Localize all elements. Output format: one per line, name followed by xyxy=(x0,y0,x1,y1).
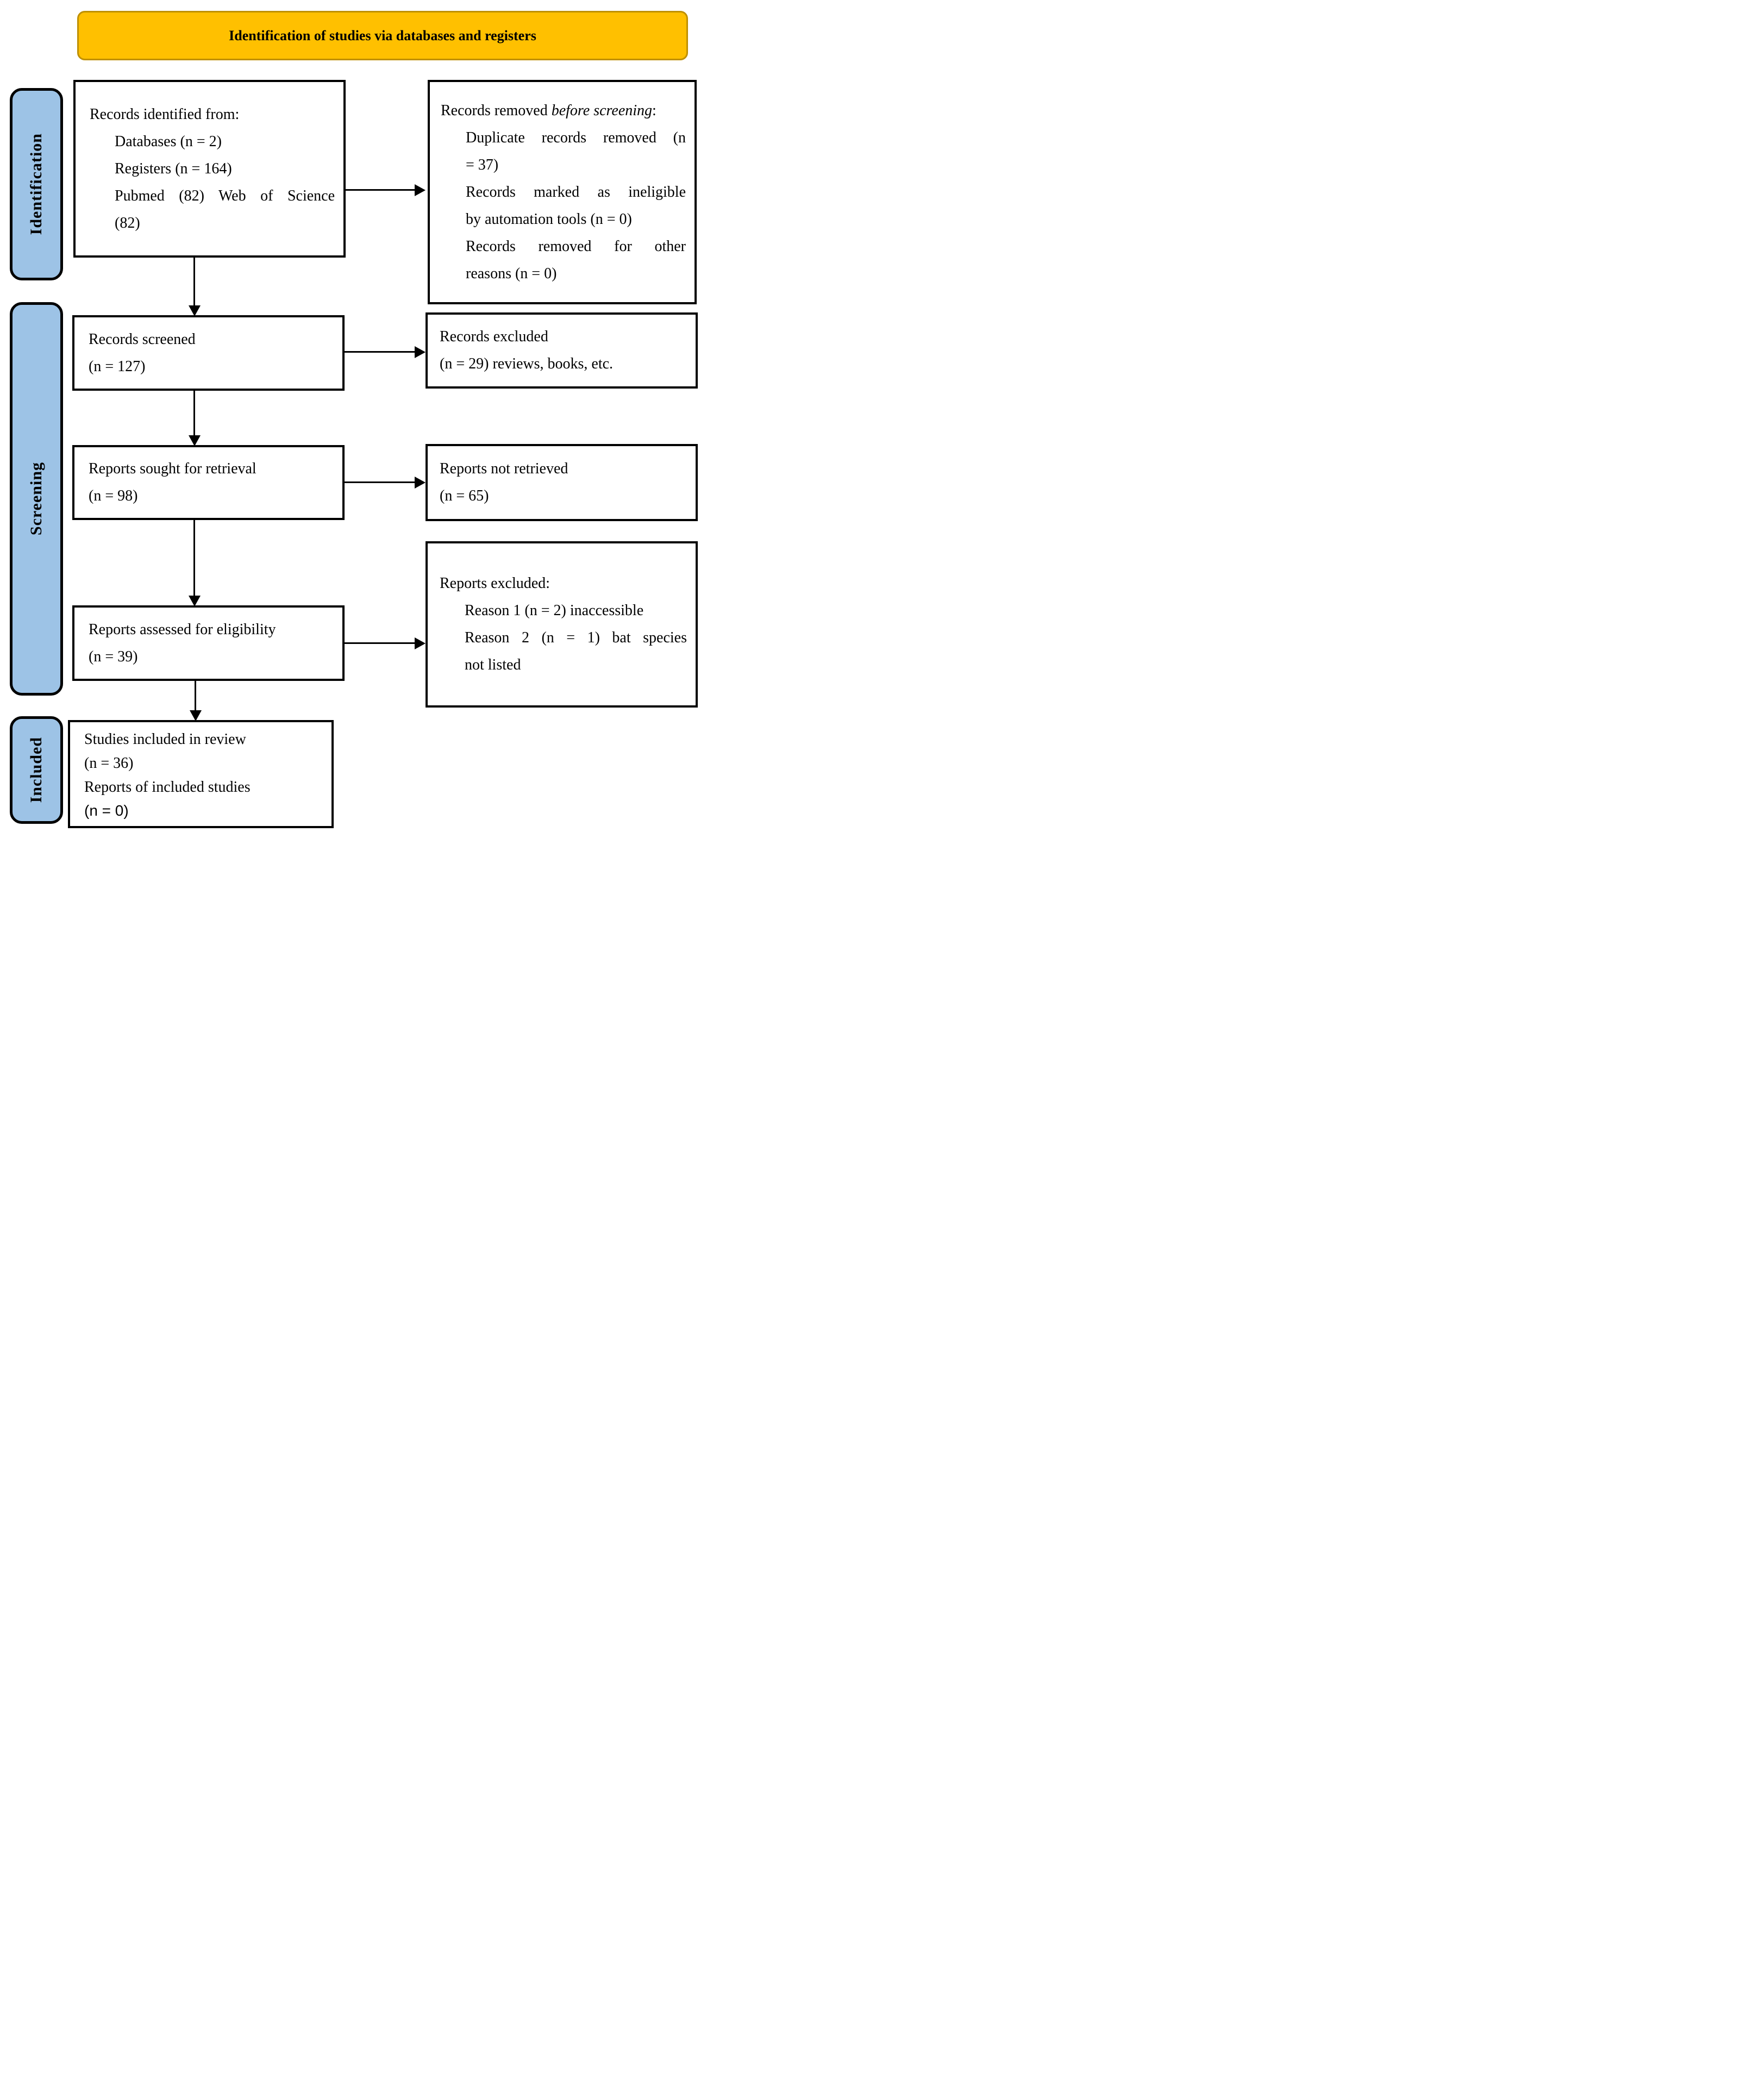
text-line: Records marked as ineligible xyxy=(466,183,686,201)
arrow-head-right-icon xyxy=(415,184,426,196)
box-title: Studies included in review xyxy=(84,731,246,748)
text-line: Reason 2 (n = 1) bat species xyxy=(465,629,687,646)
stage-tab-included: Included xyxy=(10,716,63,824)
title-suffix: : xyxy=(652,102,656,119)
text-line: Reason 1 (n = 2) inaccessible xyxy=(465,602,644,619)
arrow-line xyxy=(345,642,416,644)
stage-tab-screening: Screening xyxy=(10,302,63,696)
stage-label-screening: Screening xyxy=(27,462,45,536)
arrow-head-down-icon xyxy=(189,596,201,606)
count-line: (n = 0) xyxy=(84,802,129,819)
arrow-head-right-icon xyxy=(415,346,426,358)
count-line: (n = 39) xyxy=(89,648,138,665)
box-title: Records removed before screening: xyxy=(441,97,686,124)
arrow-line xyxy=(345,351,416,353)
box-reports-assessed: Reports assessed for eligibility (n = 39… xyxy=(72,605,345,681)
stage-tab-identification: Identification xyxy=(10,88,63,280)
box-records-screened: Records screened (n = 127) xyxy=(72,315,345,391)
text-line: = 37) xyxy=(466,156,499,173)
arrow-line xyxy=(193,391,195,437)
box-records-removed: Records removed before screening: Duplic… xyxy=(428,80,697,304)
title-prefix: Records removed xyxy=(441,102,552,119)
arrow-line xyxy=(193,258,195,308)
stage-label-included: Included xyxy=(27,737,45,803)
box-records-excluded: Records excluded (n = 29) reviews, books… xyxy=(426,312,698,389)
arrow-line xyxy=(346,189,416,191)
box-title: Records excluded xyxy=(440,328,548,345)
box-title: Reports sought for retrieval xyxy=(89,460,257,477)
text-line: Records removed for other xyxy=(466,237,686,255)
title-italic: before screening xyxy=(551,102,653,119)
box-title: Reports excluded: xyxy=(440,575,550,592)
text-line: not listed xyxy=(465,656,521,673)
arrow-head-down-icon xyxy=(189,435,201,446)
arrow-head-right-icon xyxy=(415,637,426,649)
text-line: by automation tools (n = 0) xyxy=(466,210,632,228)
count-line: (n = 127) xyxy=(89,358,146,375)
count-line: (n = 65) xyxy=(440,487,489,504)
text-line: Databases (n = 2) xyxy=(115,133,222,150)
banner: Identification of studies via databases … xyxy=(77,11,688,60)
arrow-head-down-icon xyxy=(190,710,202,721)
text-line: reasons (n = 0) xyxy=(466,265,557,282)
count-line: (n = 36) xyxy=(84,754,134,772)
count-line: (n = 29) reviews, books, etc. xyxy=(440,355,614,372)
box-studies-included: Studies included in review (n = 36) Repo… xyxy=(68,720,334,828)
arrow-line xyxy=(195,681,196,712)
stage-label-identification: Identification xyxy=(27,133,45,235)
box-reports-not-retrieved: Reports not retrieved (n = 65) xyxy=(426,444,698,521)
text-line: Duplicate records removed (n xyxy=(466,129,686,146)
box-title: Records identified from: xyxy=(90,105,240,123)
box-reports-sought: Reports sought for retrieval (n = 98) xyxy=(72,445,345,520)
text-line: (82) xyxy=(115,214,140,231)
banner-title: Identification of studies via databases … xyxy=(229,27,536,43)
text-line: Registers (n = 164) xyxy=(115,160,232,177)
text-line: Pubmed (82) Web of Science xyxy=(115,187,335,204)
box-records-identified: Records identified from: Databases (n = … xyxy=(73,80,346,258)
text-line: Reports of included studies xyxy=(84,778,251,796)
box-title: Records screened xyxy=(89,330,196,348)
box-reports-excluded: Reports excluded: Reason 1 (n = 2) inacc… xyxy=(426,541,698,708)
arrow-line xyxy=(345,481,416,483)
box-title: Reports not retrieved xyxy=(440,460,568,477)
count-line: (n = 98) xyxy=(89,487,138,504)
prisma-flow-diagram: Identification of studies via databases … xyxy=(0,0,705,836)
arrow-head-down-icon xyxy=(189,305,201,316)
arrow-head-right-icon xyxy=(415,477,426,489)
arrow-line xyxy=(193,520,195,598)
box-title: Reports assessed for eligibility xyxy=(89,621,276,638)
